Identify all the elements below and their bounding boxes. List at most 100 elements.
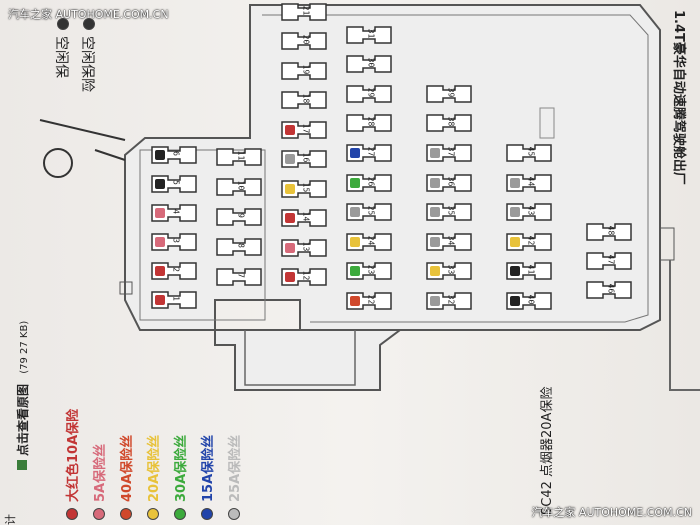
fuse-number: 3 — [171, 238, 181, 243]
fuse-color-marker — [285, 213, 295, 223]
fuse-color-marker — [510, 266, 520, 277]
fuse-slot: 26 — [345, 173, 393, 193]
fuse-slot: 19 — [280, 61, 328, 81]
fuse-slot: 45 — [505, 143, 553, 163]
watermark-bottom: 汽车之家 AUTOHOME.COM.CN — [531, 506, 692, 519]
fuse-number: 1 — [171, 296, 181, 301]
fuse-color-marker — [155, 208, 165, 218]
fuse-number: 23 — [366, 265, 376, 275]
fuse-number: 30 — [366, 57, 376, 68]
fuse-number: 31 — [366, 28, 376, 38]
fuse-number: 6 — [171, 151, 181, 156]
fuse-number: 4 — [171, 209, 181, 214]
fuse-number: 24 — [366, 235, 376, 246]
fuse-color-marker — [350, 296, 360, 306]
fuse-slot: 2 — [150, 261, 198, 281]
fuse-number: 11 — [236, 150, 246, 161]
fuse-color-marker — [430, 296, 440, 306]
fuse-slot: 16 — [280, 149, 328, 169]
fuse-number: 13 — [301, 241, 311, 251]
fuse-number: 43 — [526, 205, 536, 216]
fuse-slot: 30 — [345, 54, 393, 74]
fuse-slot: 36 — [425, 173, 473, 193]
fuse-number: 20 — [301, 34, 311, 45]
fuse-number: 2 — [171, 267, 181, 272]
fuse-slot: 40 — [505, 291, 553, 311]
fuse-number: 32 — [446, 294, 456, 305]
fuse-slot: 22 — [345, 291, 393, 311]
fuse-color-marker — [285, 154, 295, 164]
fuse-number: 12 — [301, 270, 311, 281]
fuse-slot: 43 — [505, 202, 553, 222]
fuse-number: 26 — [366, 176, 376, 186]
fuse-number: 44 — [526, 176, 536, 186]
fuse-slot: 17 — [280, 120, 328, 140]
fuse-number: 10 — [236, 180, 246, 191]
fuse-color-marker — [510, 207, 520, 218]
fuse-color-marker — [155, 150, 165, 160]
fuse-number: 33 — [446, 265, 456, 275]
fuse-number: 46 — [606, 283, 616, 294]
fuse-number: 36 — [446, 176, 456, 186]
fuse-color-marker — [285, 272, 295, 282]
fuse-number: 19 — [301, 64, 311, 74]
fuse-slot: 8 — [215, 237, 263, 257]
fuse-number: 15 — [301, 182, 311, 192]
fuse-slot: 47 — [585, 251, 633, 271]
fuse-slot: 18 — [280, 90, 328, 110]
fuse-number: 34 — [446, 235, 456, 246]
fuse-slot: 13 — [280, 238, 328, 258]
fuse-slot: 34 — [425, 232, 473, 252]
fuse-number: 18 — [301, 93, 311, 104]
fuse-slot: 1 — [150, 290, 198, 310]
fuse-color-marker — [350, 207, 360, 218]
fuse-slot: 46 — [585, 280, 633, 300]
fuse-color-marker — [350, 236, 360, 247]
fuse-number: 14 — [301, 211, 311, 222]
fuse-slot: 5 — [150, 174, 198, 194]
fuse-number: 42 — [526, 235, 536, 246]
fuse-number: 40 — [526, 294, 536, 305]
fuse-number: 8 — [236, 243, 246, 248]
fuse-slot: 9 — [215, 207, 263, 227]
fuse-number: 5 — [171, 180, 181, 185]
fuse-slot: 28 — [345, 113, 393, 133]
fuse-color-marker — [350, 266, 360, 277]
fuse-color-marker — [430, 236, 440, 247]
fuse-slot: 38 — [425, 113, 473, 133]
fuse-color-marker — [155, 179, 165, 189]
fuse-color-marker — [155, 295, 165, 305]
fuse-number: 48 — [606, 225, 616, 236]
fuse-slot: 39 — [425, 84, 473, 104]
fuse-slot: 48 — [585, 222, 633, 242]
fuse-color-marker — [510, 296, 520, 306]
fuse-color-marker — [155, 266, 165, 276]
fuse-slot: 35 — [425, 202, 473, 222]
fuse-slot: 23 — [345, 261, 393, 281]
watermark-top: 汽车之家 AUTOHOME.COM.CN — [8, 8, 169, 21]
fuse-number: 38 — [446, 117, 456, 127]
fuse-slot: 10 — [215, 177, 263, 197]
fuse-number: 7 — [236, 273, 246, 278]
fuse-slot: 27 — [345, 143, 393, 163]
fuse-color-marker — [285, 242, 295, 253]
fuse-number: 47 — [606, 254, 616, 265]
fuse-number: 45 — [526, 146, 536, 157]
fuse-slot: 3 — [150, 232, 198, 252]
fuse-color-marker — [285, 183, 295, 194]
fuse-color-marker — [350, 148, 360, 158]
fuse-color-marker — [430, 266, 440, 277]
fuse-number: 27 — [366, 146, 376, 157]
fuse-number: 25 — [366, 205, 376, 216]
fuse-slot: 37 — [425, 143, 473, 163]
fuse-number: 41 — [526, 265, 536, 275]
fuse-color-marker — [285, 124, 295, 135]
fuse-slot: 14 — [280, 208, 328, 228]
fuse-number: 29 — [366, 87, 376, 98]
fuse-number: 22 — [366, 294, 376, 305]
fuse-slot: 44 — [505, 173, 553, 193]
fuse-slot: 7 — [215, 267, 263, 287]
fuse-color-marker — [510, 236, 520, 247]
